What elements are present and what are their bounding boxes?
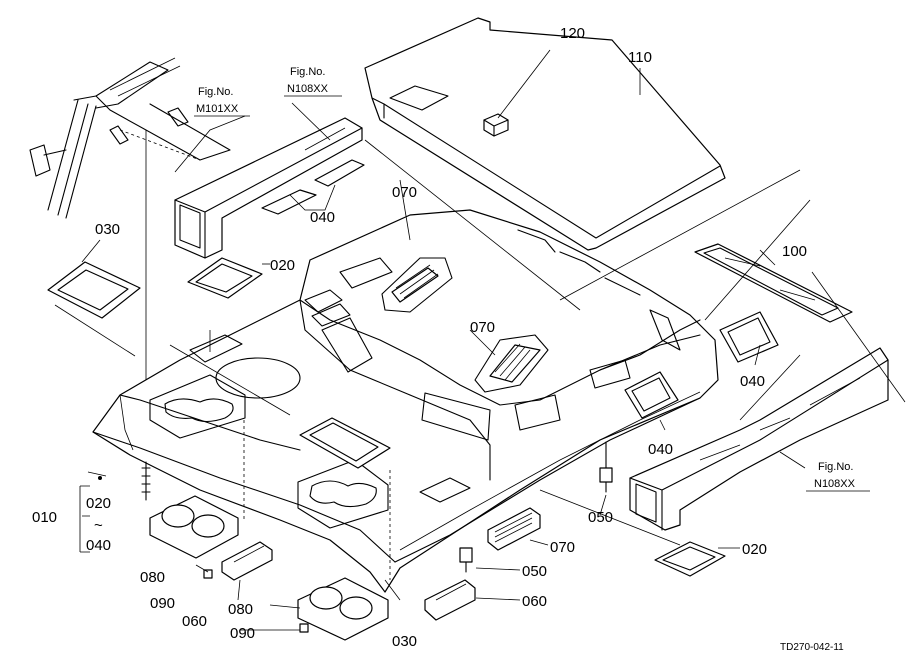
seal-frames [47,257,779,577]
label-040-a: 040 [310,209,335,226]
leader-lines [54,49,906,631]
label-060-b: 060 [522,593,547,610]
label-030-b: 030 [392,633,417,650]
label-020-sub: 020 [86,495,111,512]
label-tilde: ~ [94,517,103,534]
ref-n108xx-top-code: N108XX [287,83,329,95]
label-010: 010 [32,509,57,526]
label-090-a: 090 [150,595,175,612]
label-080-b: 080 [228,601,253,618]
ref-m101xx-title: Fig.No. [198,86,233,98]
label-020-b: 020 [742,541,767,558]
roof-vent-recess [381,257,549,393]
label-110: 110 [628,49,652,66]
label-100: 100 [782,243,807,260]
speaker-left [149,495,239,559]
roof-shell [92,209,719,593]
speaker-right [297,577,389,641]
fasteners [141,441,613,633]
lower-air-duct [629,347,889,531]
label-090-b: 090 [230,625,255,642]
label-080-a: 080 [140,569,165,586]
figure-references: Fig.No. M101XX Fig.No. N108XX Fig.No. N1… [194,66,870,492]
label-030-a: 030 [95,221,120,238]
label-070-c: 070 [550,539,575,556]
part-labels: 010 020 ~ 040 030 020 040 070 070 120 11… [32,25,807,650]
upper-air-duct [174,117,365,259]
room-lamps [221,507,541,621]
label-040-b: 040 [740,373,765,390]
label-020-a: 020 [270,257,295,274]
label-120: 120 [560,25,585,42]
label-040-sub: 040 [86,537,111,554]
ref-n108xx-top-title: Fig.No. [290,66,325,78]
drawing-code: TD270-042-11 [780,642,844,653]
filter-panel [694,243,853,323]
label-060-a: 060 [182,613,207,630]
ref-n108xx-bottom-code: N108XX [814,478,856,490]
ref-n108xx-bottom-title: Fig.No. [818,461,853,473]
label-070-a: 070 [392,184,417,201]
bullet-marker [98,476,102,480]
label-070-b: 070 [470,319,495,336]
label-040-c: 040 [648,441,673,458]
headliner-board [364,17,726,251]
label-050-b: 050 [522,563,547,580]
label-050-a: 050 [588,509,613,526]
ref-m101xx-code: M101XX [196,103,239,115]
